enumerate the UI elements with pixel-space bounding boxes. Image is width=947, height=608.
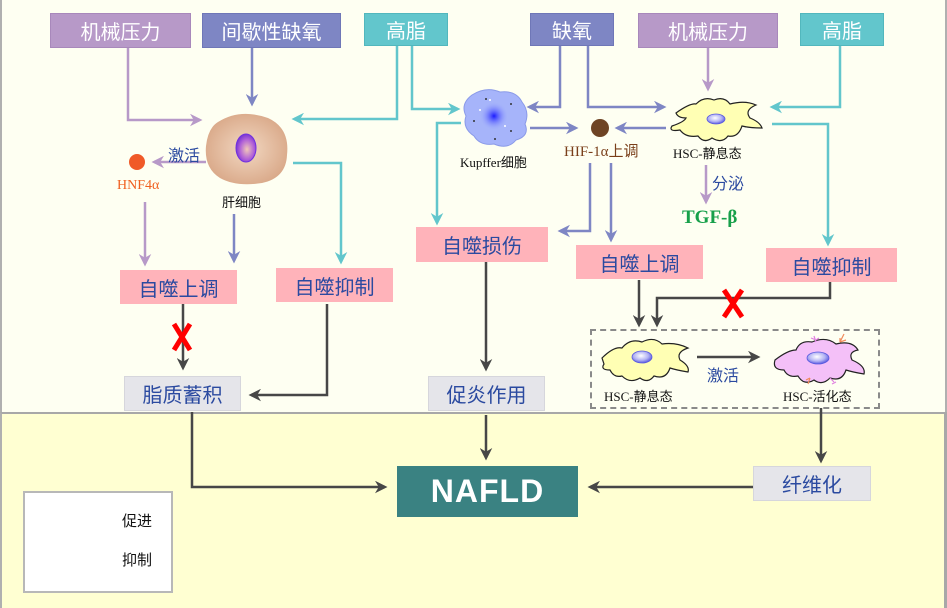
hsc-activation-group (590, 329, 880, 409)
inhibit-x-right (721, 288, 745, 319)
hsc-quiescent-label-top: HSC-静息态 (673, 146, 742, 161)
source-intermittent-hypoxia: 间歇性缺氧 (202, 13, 341, 48)
autophagy-damage: 自噬损伤 (416, 227, 548, 262)
source-mechanical-pressure-right: 机械压力 (638, 13, 778, 48)
source-mechanical-pressure-left: 机械压力 (50, 13, 191, 48)
arrow-hepatocyte-to-autophagy-inhibit (293, 161, 348, 265)
legend-promote-label: 促进 (122, 512, 153, 530)
source-high-fat-left: 高脂 (364, 13, 448, 46)
kupffer-label: Kupffer细胞 (460, 155, 527, 170)
secrete-label: 分泌 (712, 174, 745, 193)
source-hypoxia: 缺氧 (530, 13, 614, 46)
hsc-activated-label: HSC-活化态 (783, 389, 852, 404)
arrow-lipid-to-nafld (190, 412, 388, 494)
autophagy-up-left: 自噬上调 (120, 270, 237, 304)
hepatocyte-cell (205, 113, 288, 185)
inhibit-x-left (171, 322, 193, 352)
legend (23, 491, 173, 593)
arrow-hypoxia-to-hsc (586, 45, 667, 114)
kupffer-cell (463, 89, 528, 147)
arrow-hypoxia-to-kupffer (526, 45, 562, 114)
pro-inflammatory: 促炎作用 (428, 376, 545, 411)
arrow-autophagy-inhibit-right-to-hsc (650, 282, 832, 328)
activate-label-left: 激活 (168, 146, 201, 165)
arrow-autophagy-inhibit-to-lipid (248, 304, 329, 402)
source-high-fat-right: 高脂 (800, 13, 884, 46)
hsc-quiescent-cell-top (670, 98, 763, 142)
hsc-quiescent-cell-group (601, 338, 690, 382)
arrow-hif-to-autophagy-damage (557, 163, 592, 238)
nafld-box: NAFLD (397, 466, 578, 517)
hsc-activated-cell (773, 333, 865, 385)
hsc-quiescent-label-group: HSC-静息态 (604, 389, 673, 404)
activate-label-right: 激活 (707, 366, 740, 385)
arrow-highfat-right-to-hsc (769, 45, 842, 114)
fibrosis: 纤维化 (753, 466, 871, 501)
hif1a-label: HIF-1α上调 (564, 144, 639, 160)
arrow-hsc-to-autophagy-inhibit-right (772, 122, 835, 247)
arrow-highfat-to-kupffer (410, 45, 461, 116)
hepatocyte-label: 肝细胞 (222, 196, 262, 211)
arrow-mech-to-hepatocyte (126, 47, 203, 127)
legend-inhibit-label: 抑制 (122, 551, 153, 569)
hnf4a-label: HNF4α (117, 178, 160, 193)
autophagy-up-right: 自噬上调 (576, 245, 703, 279)
lipid-accumulation: 脂质蓄积 (124, 376, 241, 411)
arrow-highfat-to-hepatocyte (291, 45, 399, 126)
hif1a-dot (591, 119, 609, 137)
arrow-kupffer-to-autophagy-damage (430, 121, 461, 226)
tgfb-label: TGF-β (682, 207, 738, 228)
hnf4a-dot (129, 154, 145, 170)
autophagy-inhibit-left: 自噬抑制 (276, 268, 393, 302)
autophagy-inhibit-right: 自噬抑制 (766, 248, 897, 282)
mechanism-region (0, 0, 947, 412)
